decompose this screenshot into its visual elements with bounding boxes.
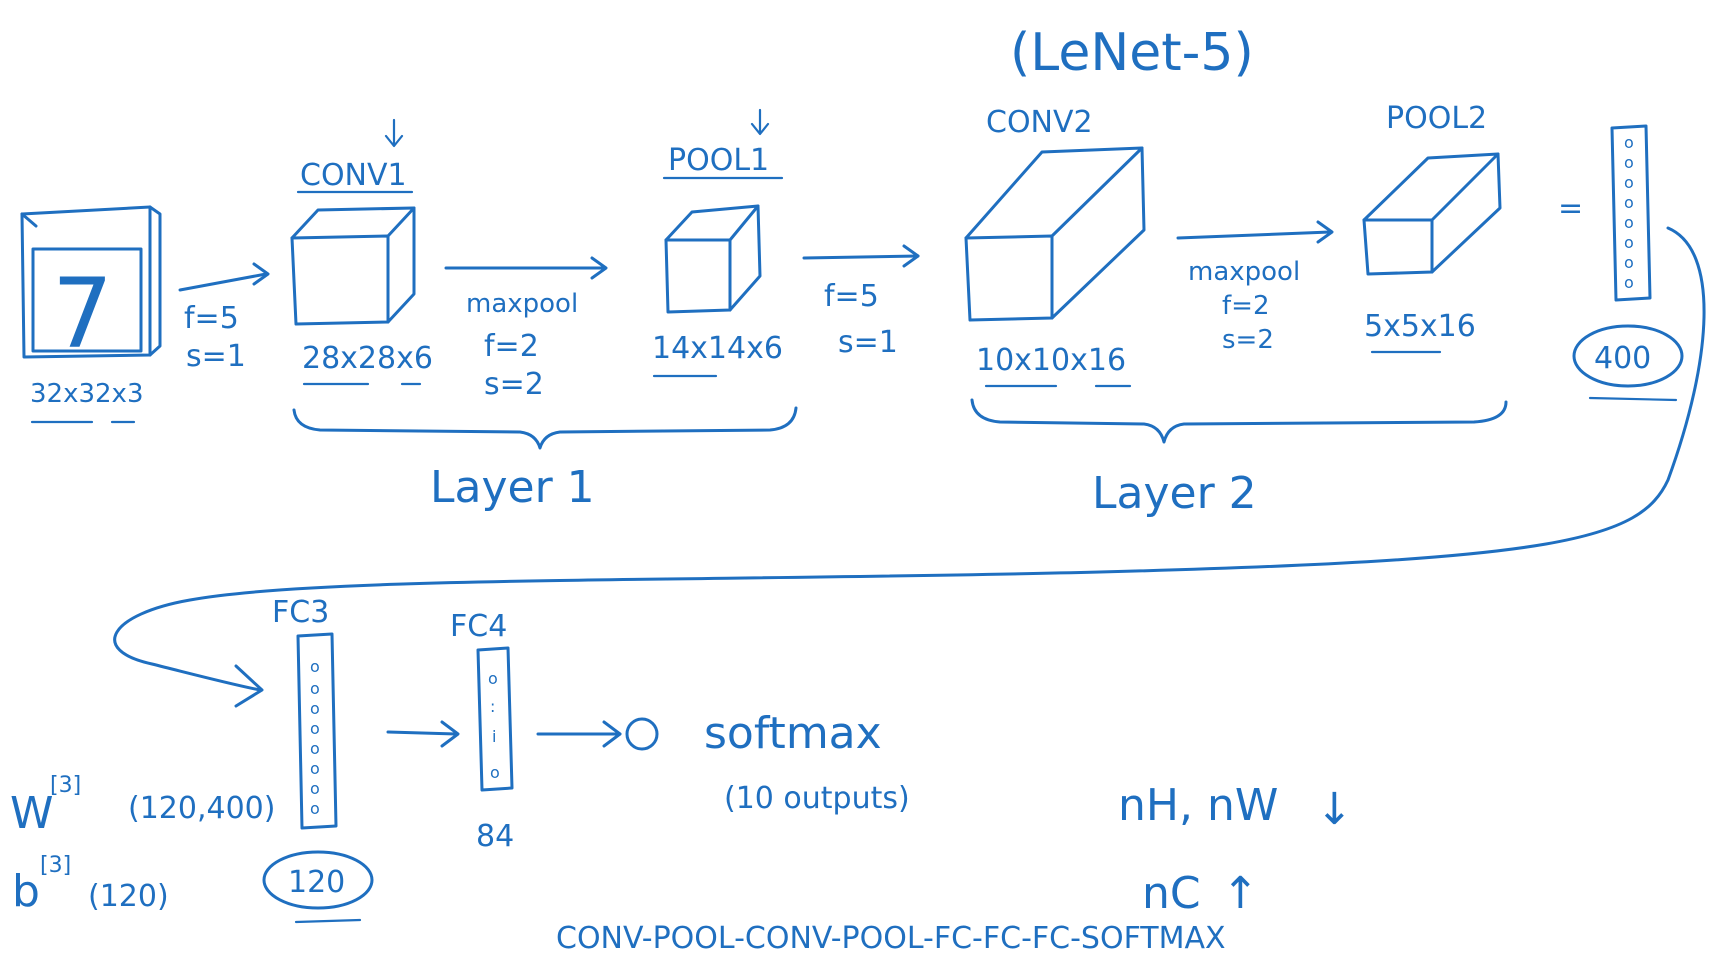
fc4-unit: o bbox=[490, 763, 500, 782]
flatten-unit: o bbox=[1624, 133, 1634, 152]
bias-superscript: [3] bbox=[40, 853, 71, 878]
fc4-vector bbox=[476, 646, 514, 792]
weight-symbol: W bbox=[10, 788, 54, 839]
pool1-down-arrow-icon bbox=[750, 108, 770, 136]
input-dims-label: 32x32x3 bbox=[30, 379, 143, 409]
fc3-unit: o bbox=[310, 739, 320, 758]
pool1-s-label: s=1 bbox=[838, 325, 898, 360]
flatten-unit: o bbox=[1624, 153, 1634, 172]
input-digit-glyph: 7 bbox=[52, 258, 113, 370]
conv2-volume bbox=[964, 146, 1146, 322]
fc3-size-circle bbox=[262, 850, 374, 924]
fc3-size-label: 120 bbox=[288, 865, 345, 900]
layer1-label: Layer 1 bbox=[430, 462, 595, 513]
conv1-label: CONV1 bbox=[300, 158, 407, 193]
weight-shape: (120,400) bbox=[128, 791, 275, 826]
input-image: 7 bbox=[20, 205, 162, 370]
fc3-unit: o bbox=[310, 699, 320, 718]
diagram-title: (LeNet-5) bbox=[1010, 23, 1254, 83]
fc3-unit: o bbox=[310, 779, 320, 798]
conv1-maxpool-label: maxpool bbox=[466, 289, 578, 319]
softmax-node bbox=[625, 717, 659, 751]
fc4-label: FC4 bbox=[450, 609, 507, 644]
softmax-label: softmax bbox=[704, 708, 882, 759]
pool1-dims-label: 14x14x6 bbox=[652, 331, 783, 366]
fc3-unit: o bbox=[310, 679, 320, 698]
arrow-up-icon: ↑ bbox=[1222, 868, 1259, 919]
fc3-unit: o bbox=[310, 759, 320, 778]
arrow-conv1-to-pool1 bbox=[444, 256, 608, 280]
bias-shape: (120) bbox=[88, 879, 169, 914]
conv1-maxpool-f-label: f=2 bbox=[484, 329, 539, 364]
conv1-volume bbox=[290, 206, 416, 326]
fc3-unit: o bbox=[310, 657, 320, 676]
fc3-units: o o o o o o o o bbox=[310, 657, 320, 818]
flatten-unit: o bbox=[1624, 173, 1634, 192]
layer1-brace bbox=[292, 406, 798, 450]
connector-flatten-to-fc3 bbox=[113, 226, 1706, 708]
flatten-size-circle bbox=[1572, 324, 1684, 402]
height-width-trend: nH, nW bbox=[1118, 780, 1278, 831]
conv2-maxpool-label: maxpool bbox=[1188, 257, 1300, 287]
conv1-maxpool-s-label: s=2 bbox=[484, 367, 544, 402]
fc4-size-label: 84 bbox=[476, 819, 514, 854]
flatten-unit: o bbox=[1624, 213, 1634, 232]
fc3-vector bbox=[296, 632, 338, 830]
bias-symbol: b bbox=[12, 866, 40, 917]
fc4-units: o : i o bbox=[488, 669, 500, 782]
input-f-label: f=5 bbox=[184, 301, 239, 336]
conv1-down-arrow-icon bbox=[384, 118, 404, 148]
layer2-label: Layer 2 bbox=[1092, 468, 1257, 519]
flatten-unit: o bbox=[1624, 193, 1634, 212]
fc4-unit: o bbox=[488, 669, 498, 688]
pool2-label: POOL2 bbox=[1386, 101, 1487, 136]
pool2-volume bbox=[1362, 152, 1502, 276]
flatten-unit: o bbox=[1624, 273, 1634, 292]
flatten-unit: o bbox=[1624, 233, 1634, 252]
arrow-conv2-to-pool2 bbox=[1176, 220, 1334, 244]
fc3-label: FC3 bbox=[272, 595, 329, 630]
flatten-unit: o bbox=[1624, 253, 1634, 272]
flatten-vector bbox=[1610, 124, 1652, 302]
softmax-sublabel: (10 outputs) bbox=[724, 781, 910, 816]
conv2-dims-label: 10x10x16 bbox=[976, 343, 1126, 378]
arrow-fc3-to-fc4 bbox=[386, 720, 460, 748]
conv2-maxpool-s-label: s=2 bbox=[1222, 325, 1274, 355]
fc4-unit: i bbox=[492, 727, 496, 746]
arrow-down-icon: ↓ bbox=[1316, 784, 1353, 835]
fc4-unit: : bbox=[490, 697, 495, 716]
flatten-size-label: 400 bbox=[1594, 341, 1651, 376]
arrow-fc4-to-softmax bbox=[536, 720, 622, 748]
pool2-dims-label: 5x5x16 bbox=[1364, 309, 1476, 344]
fc3-unit: o bbox=[310, 799, 320, 818]
input-s-label: s=1 bbox=[186, 339, 246, 374]
flatten-units: o o o o o o o o bbox=[1624, 133, 1634, 292]
arrow-pool1-to-conv2 bbox=[802, 244, 920, 268]
weight-superscript: [3] bbox=[50, 773, 81, 798]
pool1-label: POOL1 bbox=[668, 143, 769, 178]
pool1-volume bbox=[664, 204, 762, 314]
fc3-unit: o bbox=[310, 719, 320, 738]
channels-trend: nC bbox=[1142, 868, 1201, 919]
arrow-input-to-conv1 bbox=[178, 262, 270, 292]
flatten-equals: = bbox=[1558, 191, 1583, 226]
pool1-f-label: f=5 bbox=[824, 279, 879, 314]
conv2-maxpool-f-label: f=2 bbox=[1222, 291, 1269, 321]
conv2-label: CONV2 bbox=[986, 105, 1093, 140]
architecture-pattern: CONV-POOL-CONV-POOL-FC-FC-FC-SOFTMAX bbox=[556, 921, 1226, 956]
layer2-brace bbox=[970, 398, 1508, 444]
conv1-dims-label: 28x28x6 bbox=[302, 341, 433, 376]
